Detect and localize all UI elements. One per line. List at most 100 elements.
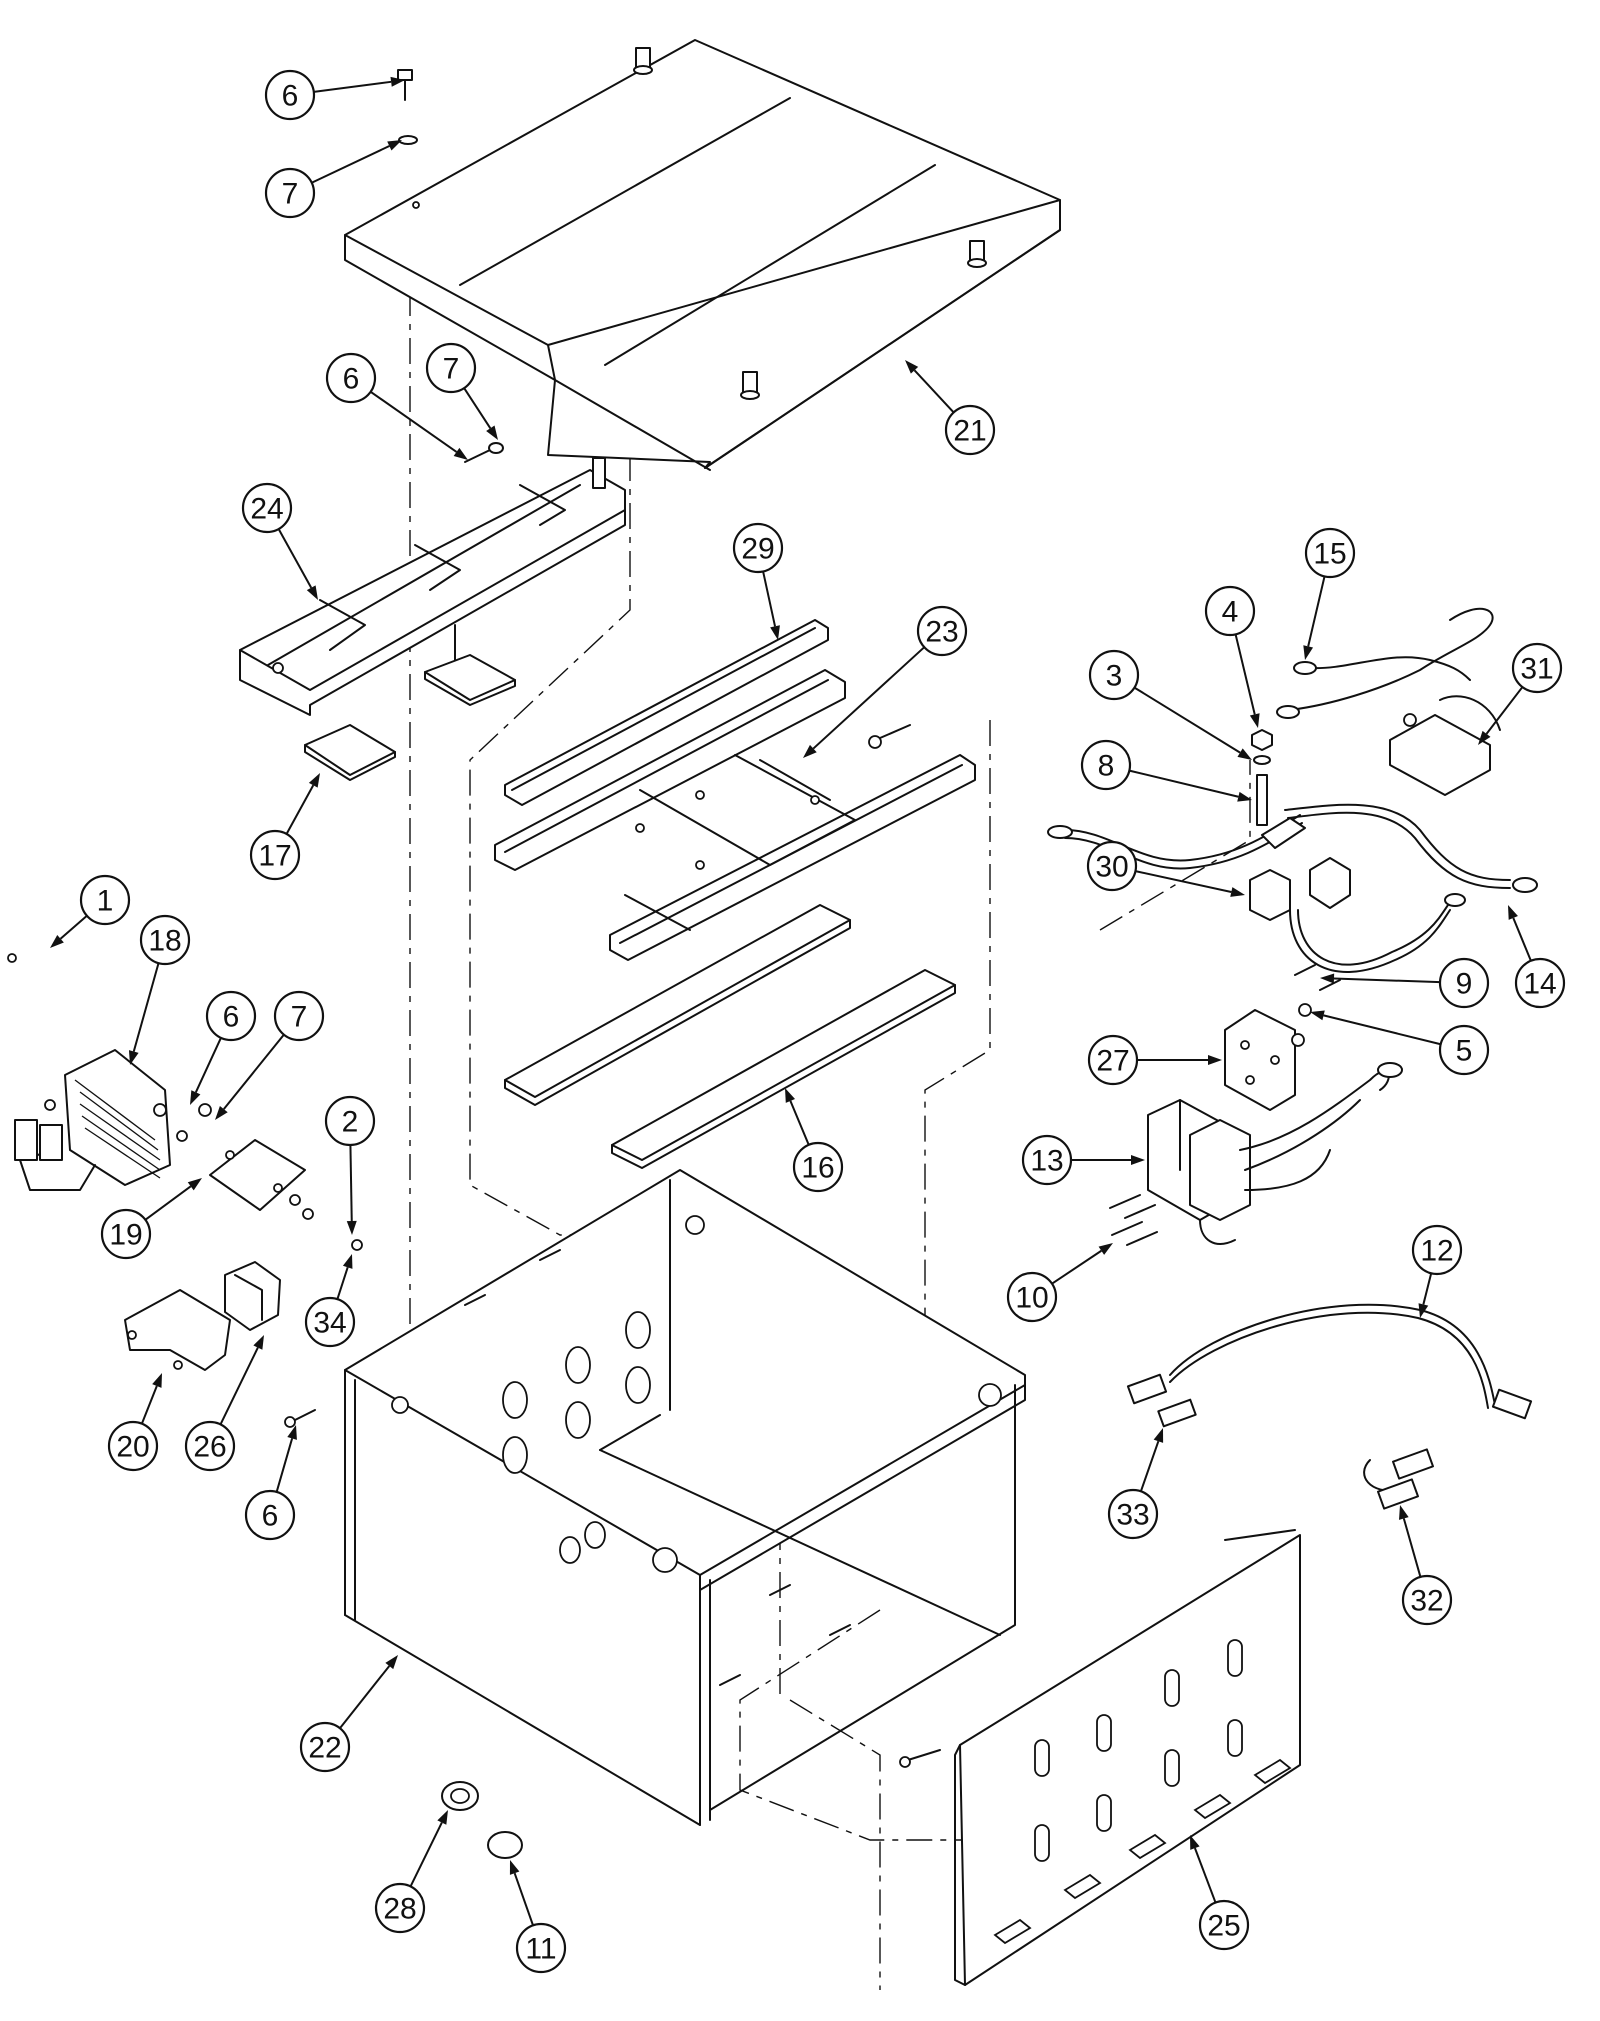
cover-stud bbox=[633, 47, 987, 400]
callout-leader bbox=[349, 1144, 353, 1222]
callout-leader bbox=[1512, 917, 1532, 962]
callout-number: 24 bbox=[250, 493, 283, 526]
callout-bubble bbox=[1514, 957, 1566, 1009]
callout-leader bbox=[1133, 686, 1241, 754]
callout-number: 32 bbox=[1410, 1585, 1443, 1618]
callout-arrow bbox=[1098, 1243, 1113, 1255]
callout-leader bbox=[1135, 870, 1232, 893]
callout-leader bbox=[140, 1385, 158, 1425]
callout-arrow bbox=[190, 1090, 201, 1105]
callout-bubble bbox=[1204, 585, 1256, 637]
enclosure-part-22 bbox=[344, 1169, 1026, 1826]
callout-leader bbox=[223, 1034, 285, 1110]
callout-11: 11 bbox=[509, 1860, 567, 1974]
callout-arrow bbox=[1237, 791, 1252, 802]
callout-number: 20 bbox=[116, 1431, 149, 1464]
callout-leader bbox=[1323, 1014, 1441, 1046]
callout-bubble bbox=[79, 874, 131, 926]
callout-6: 6 bbox=[190, 990, 257, 1105]
callout-7: 7 bbox=[264, 140, 402, 219]
callout-bubble bbox=[184, 1420, 236, 1472]
callout-arrow bbox=[1320, 973, 1335, 984]
callout-bubble bbox=[515, 1922, 567, 1974]
callout-bubble bbox=[944, 404, 996, 456]
callout-number: 25 bbox=[1207, 1910, 1240, 1943]
callout-leader bbox=[513, 1872, 534, 1926]
small-hardware-left bbox=[44, 1099, 363, 1251]
callout-bubble bbox=[264, 167, 316, 219]
callout-bubble bbox=[1438, 957, 1490, 1009]
rail-part-29 bbox=[504, 619, 829, 806]
callout-arrow bbox=[1237, 748, 1252, 760]
callout-arrow bbox=[1310, 1010, 1325, 1021]
callout-arrow bbox=[785, 1088, 796, 1103]
callout-arrow bbox=[1418, 1303, 1429, 1318]
callout-leader bbox=[311, 145, 390, 184]
callout-arrow bbox=[152, 1373, 162, 1388]
callout-25: 25 bbox=[1190, 1835, 1250, 1951]
callout-bubble bbox=[241, 482, 293, 534]
cable-part-15 bbox=[1276, 607, 1494, 719]
enclosure-slots bbox=[464, 1249, 851, 1686]
adapter-part-32 bbox=[1363, 1448, 1434, 1510]
callout-number: 5 bbox=[1456, 1035, 1473, 1068]
callout-arrow bbox=[1478, 730, 1491, 745]
callout-arrow bbox=[770, 625, 780, 640]
callout-leader bbox=[1129, 769, 1239, 798]
callout-arrow bbox=[385, 1655, 398, 1670]
callout-bubble bbox=[732, 522, 784, 574]
callout-number: 3 bbox=[1106, 660, 1123, 693]
callout-8: 8 bbox=[1080, 739, 1252, 802]
callout-leader bbox=[219, 1347, 259, 1425]
callout-bubble bbox=[425, 342, 477, 394]
callout-number: 6 bbox=[262, 1500, 279, 1533]
callout-bubble bbox=[325, 352, 377, 404]
callout-19: 19 bbox=[100, 1178, 202, 1260]
callout-bubble bbox=[1107, 1488, 1159, 1540]
callout-10: 10 bbox=[1006, 1243, 1113, 1323]
callout-arrow bbox=[215, 1105, 228, 1120]
callout-arrow bbox=[253, 1335, 264, 1350]
callout-leader bbox=[1307, 576, 1326, 647]
callout-leader bbox=[812, 646, 925, 750]
callout-number: 7 bbox=[282, 178, 299, 211]
callout-leader bbox=[1402, 1518, 1422, 1578]
callout-bubble bbox=[1401, 1574, 1453, 1626]
callout-arrow bbox=[306, 585, 318, 600]
screws-part-9 bbox=[1294, 964, 1341, 991]
callout-leader bbox=[370, 390, 458, 453]
callout-number: 34 bbox=[313, 1307, 346, 1340]
callout-bubble bbox=[1438, 1024, 1490, 1076]
callout-number: 14 bbox=[1523, 968, 1556, 1001]
callout-arrow bbox=[905, 360, 919, 374]
callout-arrow bbox=[342, 1254, 353, 1269]
callout-leader bbox=[409, 1822, 443, 1887]
bus-block-part-31 bbox=[1389, 695, 1501, 796]
callout-6: 6 bbox=[264, 69, 405, 121]
rail-frame-part-23 bbox=[494, 669, 976, 961]
callout-bubble bbox=[1086, 840, 1138, 892]
callout-bubble bbox=[1006, 1271, 1058, 1323]
callout-number: 28 bbox=[383, 1893, 416, 1926]
callout-number: 18 bbox=[148, 925, 181, 958]
callout-23: 23 bbox=[803, 605, 968, 758]
callout-7: 7 bbox=[425, 342, 498, 440]
callout-number: 1 bbox=[97, 885, 114, 918]
callout-bubble bbox=[249, 829, 301, 881]
mount-block-part-27 bbox=[1224, 1009, 1296, 1111]
callout-leader bbox=[1234, 634, 1256, 715]
callout-30: 30 bbox=[1086, 840, 1245, 897]
callout-arrow bbox=[453, 447, 468, 460]
callout-2: 2 bbox=[324, 1095, 376, 1235]
callout-12: 12 bbox=[1411, 1224, 1463, 1318]
callout-arrow bbox=[803, 744, 817, 758]
callout-leader bbox=[1485, 686, 1524, 735]
callout-arrow bbox=[346, 1220, 357, 1235]
callout-16: 16 bbox=[785, 1088, 844, 1193]
callout-bubble bbox=[916, 605, 968, 657]
pad-under-bracket bbox=[424, 654, 516, 706]
grommet-part-28 bbox=[441, 1781, 479, 1811]
callout-6: 6 bbox=[325, 352, 468, 460]
callout-leader bbox=[913, 369, 955, 414]
callout-leader bbox=[1422, 1273, 1433, 1305]
